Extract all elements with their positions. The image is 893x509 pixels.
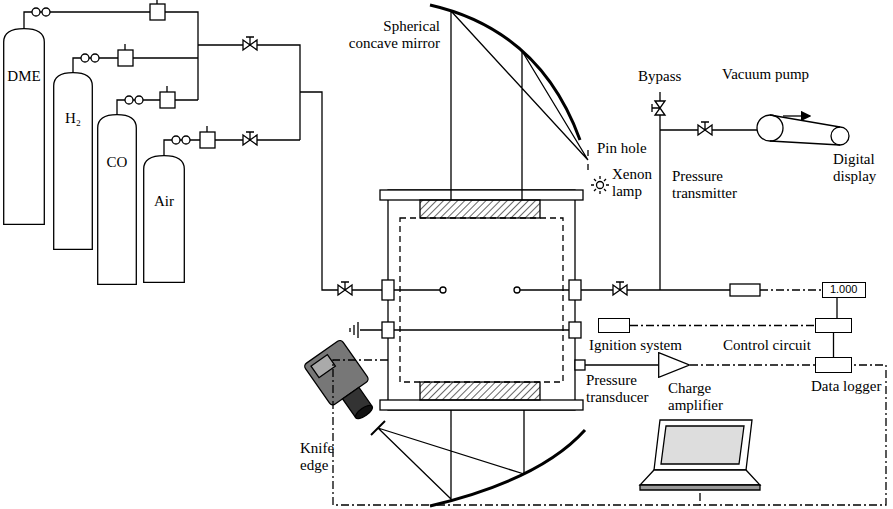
valves xyxy=(243,37,712,295)
cylinder-outline xyxy=(3,28,45,225)
high-speed-camera xyxy=(303,339,385,428)
part-label: Vacuum pump xyxy=(722,66,809,83)
component-label: 1.000 xyxy=(830,283,858,296)
gas-cylinder: DME xyxy=(3,28,45,225)
cylinder-outline xyxy=(97,114,137,285)
signal-line xyxy=(833,333,834,357)
gas-cylinder: CO xyxy=(97,114,137,285)
gas-name: DME xyxy=(3,68,45,85)
component-label: Control circuit xyxy=(723,337,811,354)
signal-wire xyxy=(585,364,658,365)
laptop xyxy=(640,420,760,490)
gas-name: Air xyxy=(143,193,185,210)
exhaust-system xyxy=(581,92,849,296)
signal-line xyxy=(836,298,837,318)
part-label: Spherical concave mirror xyxy=(340,18,440,53)
cylinder-outline xyxy=(53,72,93,250)
triangle-outline xyxy=(658,352,690,378)
part-label: Knife edge xyxy=(300,440,344,475)
gas-name: CO xyxy=(97,154,137,171)
signal-line xyxy=(690,364,815,365)
part-label: Xenon lamp xyxy=(612,166,656,201)
part-label: Pressure transducer xyxy=(586,372,660,407)
cylinder-outline xyxy=(143,155,185,283)
part-label: Pin hole xyxy=(597,140,647,157)
gas-name: H₂ xyxy=(53,110,93,127)
ignition-box: Ignition system xyxy=(598,318,630,333)
pressure-transducer xyxy=(575,360,585,370)
logger-box: Data logger xyxy=(815,357,852,373)
component-label: Digital display xyxy=(833,151,891,186)
component-label: Data logger xyxy=(811,378,881,395)
amplifier-symbol: Charge amplifier xyxy=(658,352,690,378)
gas-cylinder: Air xyxy=(143,155,185,283)
control-box: Control circuit xyxy=(815,318,852,333)
component-label: Charge amplifier xyxy=(668,380,740,415)
gas-supply-lines xyxy=(24,0,388,290)
signal-line xyxy=(630,325,815,326)
combustion-chamber xyxy=(350,190,583,410)
part-label: Pressure transmitter xyxy=(672,168,752,203)
gas-cylinder: H₂ xyxy=(53,72,93,250)
digital-display: Digital display1.000 xyxy=(822,282,866,298)
schlieren-optics xyxy=(371,5,609,506)
part-label: Bypass xyxy=(638,68,681,85)
component-label: Ignition system xyxy=(589,337,682,354)
signal-frame xyxy=(333,360,886,505)
